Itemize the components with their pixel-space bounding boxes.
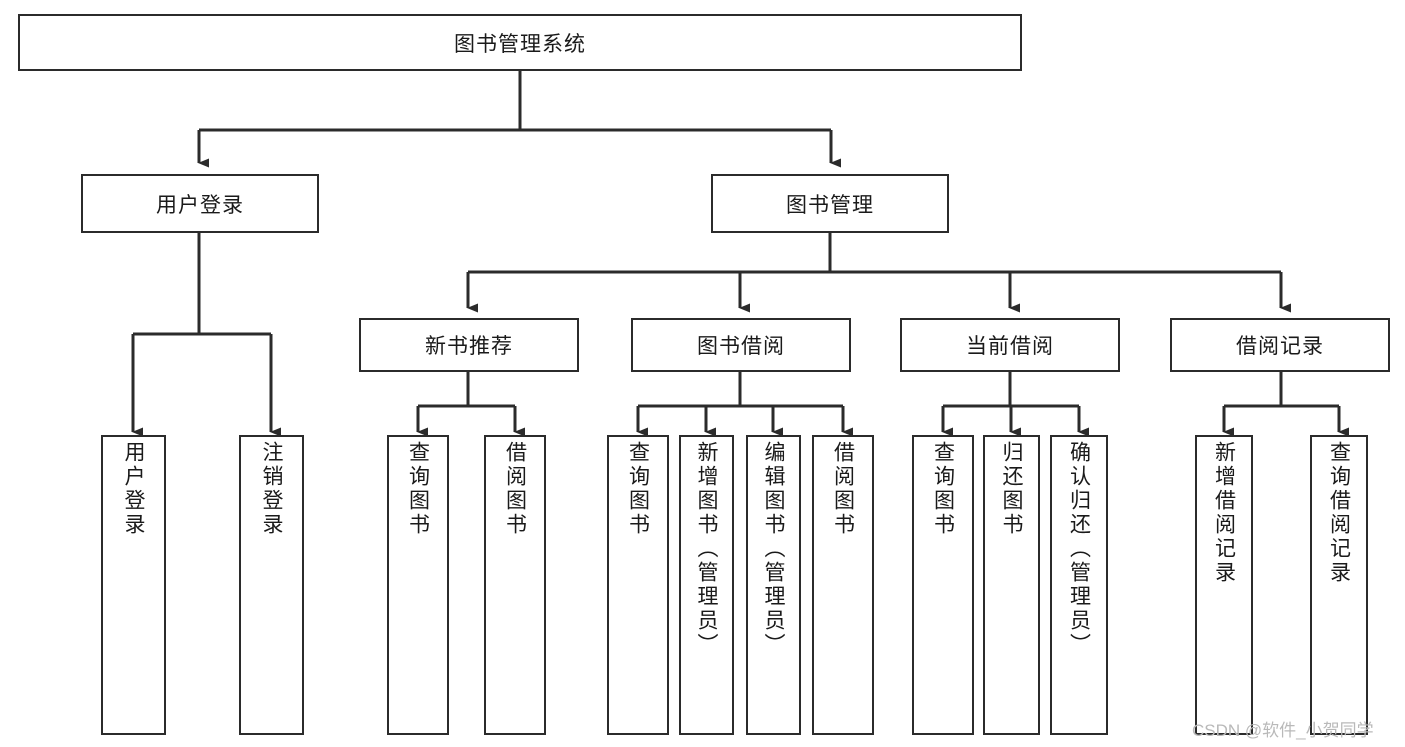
node-user-login[interactable]: 用户登录 xyxy=(81,174,319,233)
node-label: 图书管理系统 xyxy=(454,32,586,56)
node-borrow-record[interactable]: 借阅记录 xyxy=(1170,318,1390,372)
leaf-user-logout[interactable]: 注销登录 xyxy=(239,435,304,735)
leaf-borrow-add-book-admin[interactable]: 新增图书（管理员） xyxy=(679,435,734,735)
leaf-borrow-edit-book-admin[interactable]: 编辑图书（管理员） xyxy=(746,435,801,735)
node-book-management[interactable]: 图书管理 xyxy=(711,174,949,233)
node-label: 用户登录 xyxy=(156,193,244,217)
csdn-watermark: CSDN @软件_小贺同学 xyxy=(1192,721,1374,740)
leaf-borrow-borrow-book[interactable]: 借阅图书 xyxy=(812,435,874,735)
node-label: 查询借阅记录 xyxy=(1327,441,1351,585)
leaf-recommend-query-book[interactable]: 查询图书 xyxy=(387,435,449,735)
node-book-borrow[interactable]: 图书借阅 xyxy=(631,318,851,372)
node-label: 图书借阅 xyxy=(697,335,785,358)
node-label: 查询图书 xyxy=(406,441,430,537)
node-label: 查询图书 xyxy=(626,441,650,537)
leaf-current-confirm-return-admin[interactable]: 确认归还（管理员） xyxy=(1050,435,1108,735)
leaf-current-query-book[interactable]: 查询图书 xyxy=(912,435,974,735)
node-label: 当前借阅 xyxy=(966,335,1054,358)
leaf-recommend-borrow-book[interactable]: 借阅图书 xyxy=(484,435,546,735)
node-label: 查询图书 xyxy=(931,441,955,537)
node-label: 新增图书（管理员） xyxy=(695,441,718,657)
node-label: 新增借阅记录 xyxy=(1212,441,1236,585)
node-label: 新书推荐 xyxy=(425,335,513,358)
node-root-system[interactable]: 图书管理系统 xyxy=(18,14,1022,71)
node-new-book-recommend[interactable]: 新书推荐 xyxy=(359,318,579,372)
node-label: 编辑图书（管理员） xyxy=(762,441,785,657)
leaf-record-query-record[interactable]: 查询借阅记录 xyxy=(1310,435,1368,735)
node-label: 用户登录 xyxy=(122,441,145,537)
node-label: 借阅图书 xyxy=(503,441,527,537)
leaf-record-add-record[interactable]: 新增借阅记录 xyxy=(1195,435,1253,735)
leaf-user-login[interactable]: 用户登录 xyxy=(101,435,166,735)
node-label: 图书管理 xyxy=(786,193,874,217)
node-current-borrow[interactable]: 当前借阅 xyxy=(900,318,1120,372)
leaf-current-return-book[interactable]: 归还图书 xyxy=(983,435,1040,735)
node-label: 注销登录 xyxy=(260,441,283,537)
node-label: 借阅图书 xyxy=(831,441,855,537)
node-label: 归还图书 xyxy=(1000,441,1023,537)
node-label: 借阅记录 xyxy=(1236,335,1324,358)
leaf-borrow-query-book[interactable]: 查询图书 xyxy=(607,435,669,735)
node-label: 确认归还（管理员） xyxy=(1067,441,1091,657)
